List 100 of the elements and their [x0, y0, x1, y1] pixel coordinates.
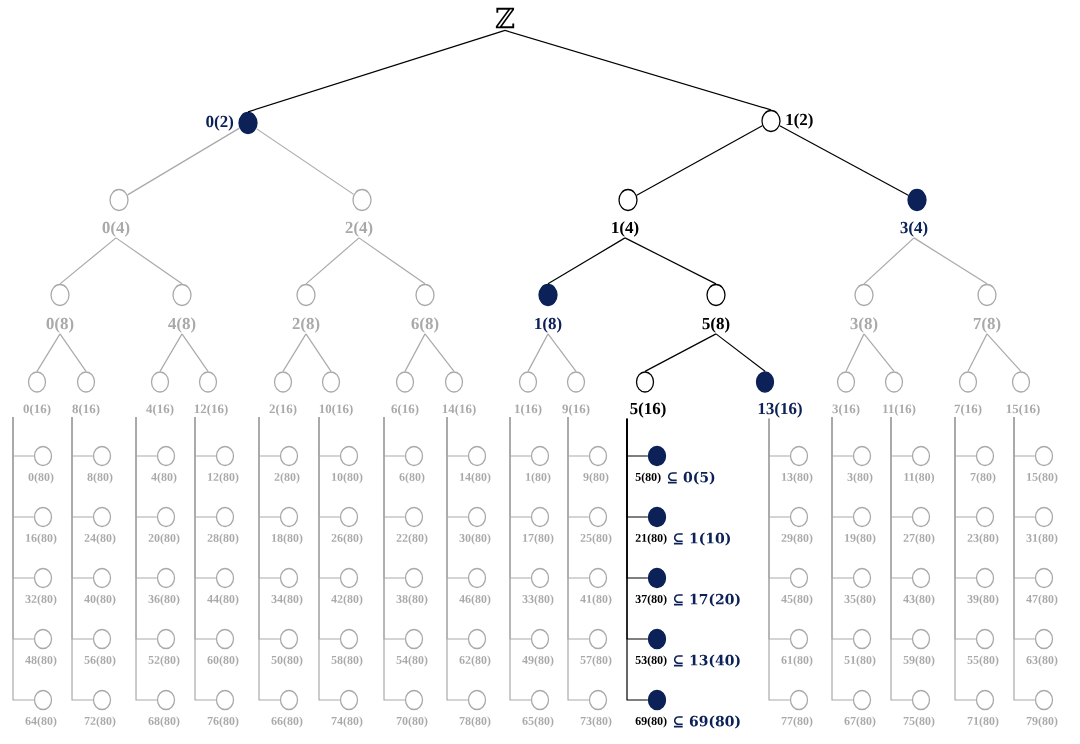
node-label: 78(80): [459, 716, 491, 728]
node-label: 38(80): [396, 594, 428, 606]
node-label: 10(16): [319, 404, 353, 416]
node-label: 45(80): [781, 594, 813, 606]
root-symbol: ℤ: [495, 7, 515, 29]
branch-line: [967, 333, 988, 372]
branch-line: [547, 333, 577, 372]
branch-line: [71, 416, 94, 701]
node-label: 68(80): [148, 716, 180, 728]
node-label: 21(80): [635, 533, 667, 545]
branch-line: [383, 416, 406, 701]
branch-line: [567, 416, 590, 701]
node-label: 42(80): [331, 594, 363, 606]
node-label: 7(8): [973, 317, 1001, 333]
node-label: 18(80): [272, 533, 303, 545]
node-label: 30(80): [459, 533, 491, 545]
branch-line: [890, 416, 913, 701]
node-label: 1(16): [515, 404, 542, 416]
branch-line: [424, 333, 455, 372]
node-label: 3(4): [900, 221, 928, 237]
node-label: 1(2): [786, 113, 813, 129]
node-label: 62(80): [459, 655, 491, 667]
node-label: 49(80): [522, 655, 554, 667]
node-label: 46(80): [459, 594, 491, 606]
node-label: 11(16): [883, 404, 916, 416]
node-label: 72(80): [84, 716, 116, 728]
node-label: 79(80): [1026, 716, 1058, 728]
node-label: 73(80): [580, 716, 612, 728]
branch-line: [644, 333, 717, 372]
node-label: 47(80): [1026, 594, 1058, 606]
branch-line: [181, 333, 209, 372]
branch-line: [115, 237, 183, 285]
node-label: 56(80): [84, 655, 116, 667]
node-label: 0(8): [46, 317, 74, 333]
branch-line: [509, 416, 532, 701]
node-label: 0(16): [23, 404, 51, 416]
node-label: 59(80): [903, 655, 935, 667]
node-label: 15(16): [1006, 404, 1040, 416]
node-label: 29(80): [781, 533, 813, 545]
node-label: 2(4): [345, 221, 373, 237]
node-label: 76(80): [207, 716, 239, 728]
branch-line: [282, 333, 307, 372]
node-label: 1(4): [612, 221, 639, 237]
node-label: 74(80): [331, 716, 363, 728]
subset-label: ⊆ 69(80): [673, 715, 740, 729]
node-label: 6(8): [411, 317, 439, 333]
node-label: 19(80): [845, 533, 876, 545]
node-label: 58(80): [331, 655, 363, 667]
node-label: 31(80): [1026, 533, 1058, 545]
node-label: 16(80): [26, 533, 57, 545]
branch-line: [636, 125, 763, 196]
node-label: 35(80): [844, 594, 876, 606]
branch-line: [446, 416, 469, 701]
node-label: 77(80): [781, 716, 813, 728]
node-label: 2(16): [269, 404, 297, 416]
node-label: 36(80): [148, 594, 180, 606]
branch-line: [255, 128, 355, 195]
branch-line: [527, 333, 549, 372]
node-label: 75(80): [903, 716, 935, 728]
branch-line: [305, 237, 360, 285]
node-label: 65(80): [522, 716, 554, 728]
node-label: 2(80): [274, 472, 300, 484]
branch-line: [831, 416, 854, 701]
branch-line: [127, 127, 241, 196]
node-label: 10(80): [332, 472, 363, 484]
node-label: 64(80): [25, 716, 57, 728]
node-label: 1(8): [535, 317, 562, 333]
node-label: 4(8): [168, 317, 196, 333]
node-label: 8(80): [87, 472, 113, 484]
branch-line: [36, 333, 61, 372]
branch-line: [194, 416, 217, 701]
node-label: 8(16): [72, 404, 100, 416]
node-label: 33(80): [522, 594, 554, 606]
subset-label: ⊆ 13(40): [673, 654, 740, 668]
branch-line: [404, 333, 426, 372]
node-label: 51(80): [844, 655, 876, 667]
node-label: 53(80): [635, 655, 667, 667]
node-label: 4(80): [151, 472, 177, 484]
node-label: 0(2): [206, 115, 234, 131]
branch-line: [863, 333, 895, 372]
node-label: 57(80): [580, 655, 612, 667]
node-label: 25(80): [580, 533, 612, 545]
node-label: 41(80): [580, 594, 612, 606]
node-label: 61(80): [781, 655, 813, 667]
node-label: 50(80): [271, 655, 303, 667]
node-label: 12(80): [208, 472, 239, 484]
node-label: 6(80): [399, 472, 425, 484]
node-label: 37(80): [635, 594, 667, 606]
branch-line: [247, 29, 506, 113]
node-label: 0(4): [102, 221, 130, 237]
node-label: 67(80): [844, 716, 876, 728]
branch-line: [135, 416, 158, 701]
subset-label: ⊆ 1(10): [673, 532, 730, 546]
node-label: 28(80): [207, 533, 239, 545]
node-label: 12(16): [194, 404, 228, 416]
branch-line: [863, 237, 915, 285]
branch-line: [768, 418, 791, 701]
node-label: 48(80): [25, 655, 57, 667]
subset-label: ⊆ 0(5): [667, 471, 715, 485]
node-label: 3(16): [832, 404, 860, 416]
